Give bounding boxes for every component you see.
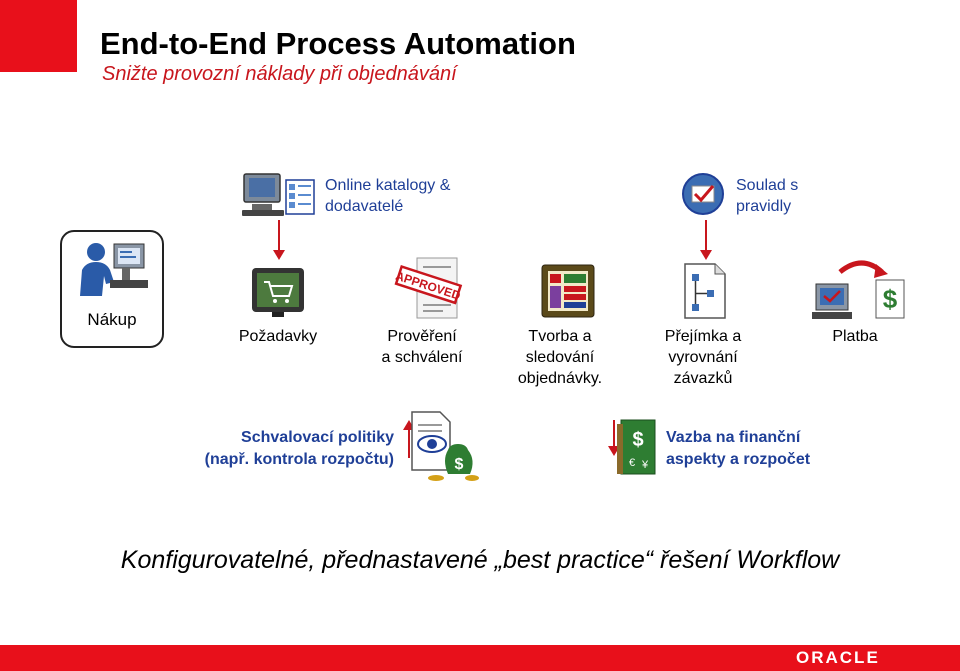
tagline: Konfigurovatelné, přednastavené „best pr… bbox=[120, 546, 840, 574]
svg-text:$: $ bbox=[883, 284, 898, 314]
step-pozadavky-label: Požadavky bbox=[238, 328, 318, 345]
checkmark-badge-icon bbox=[681, 172, 725, 216]
svg-text:¥: ¥ bbox=[641, 459, 649, 471]
page-subtitle: Snižte provozní náklady při objednávání bbox=[102, 63, 457, 85]
finance-book-icon: $ € ¥ bbox=[615, 418, 657, 476]
step-tvorba-label: Tvorba a sledování objednávky. bbox=[517, 328, 603, 387]
finance-label: Vazba na finanční aspekty a rozpočet bbox=[666, 429, 811, 468]
step-prejimka-label: Přejímka a vyrovnání závazků bbox=[664, 328, 742, 387]
shopping-cart-monitor-icon bbox=[250, 266, 306, 318]
step-platba-label: Platba bbox=[832, 328, 878, 345]
footer-bar bbox=[0, 645, 960, 671]
oracle-logo: ORACLE bbox=[796, 648, 880, 667]
arrow-compliance-head bbox=[700, 250, 712, 260]
nakup-box bbox=[60, 230, 164, 348]
compliance-label: Soulad s pravidly bbox=[736, 177, 799, 215]
computer-catalog-icon bbox=[240, 170, 316, 218]
arrow-finance-line bbox=[613, 420, 615, 448]
policies-label: Schvalovací politiky (např. kontrola roz… bbox=[204, 429, 394, 468]
document-eye-money-icon: $ bbox=[410, 410, 480, 484]
payment-computer-icon: $ bbox=[810, 258, 906, 322]
arrow-policies-line bbox=[408, 430, 410, 458]
svg-text:€: € bbox=[629, 457, 635, 469]
page-title: End-to-End Process Automation bbox=[100, 26, 576, 61]
step-provereni-label: Prověření a schválení bbox=[381, 328, 463, 366]
user-at-computer-icon bbox=[74, 238, 150, 300]
arrow-catalogs-head bbox=[273, 250, 285, 260]
workflow-document-icon bbox=[683, 262, 727, 320]
svg-text:$: $ bbox=[632, 429, 643, 451]
arrow-policies-head bbox=[403, 420, 415, 430]
arrow-finance-head bbox=[608, 446, 620, 456]
arrow-catalogs-line bbox=[278, 220, 280, 250]
arrow-compliance-line bbox=[705, 220, 707, 250]
approved-stamp-icon: APPROVED bbox=[393, 256, 463, 322]
catalogs-label: Online katalogy & dodavatelé bbox=[325, 177, 451, 215]
svg-text:$: $ bbox=[455, 456, 464, 473]
brand-square bbox=[0, 0, 77, 72]
step-nakup-label: Nákup bbox=[87, 310, 137, 329]
order-document-icon bbox=[540, 263, 596, 319]
